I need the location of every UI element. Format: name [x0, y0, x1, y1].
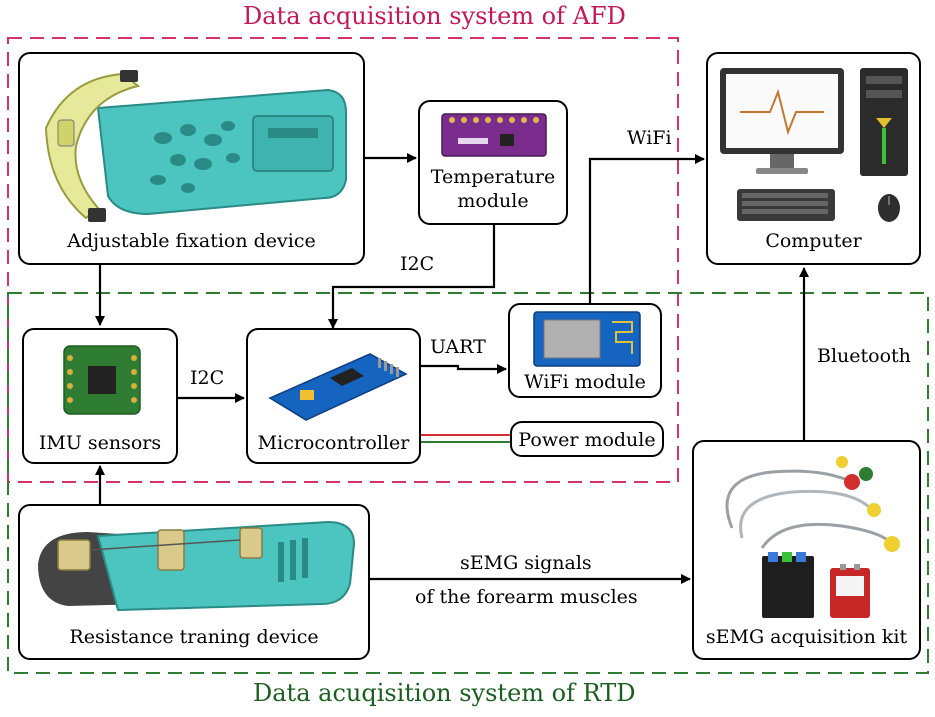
pc-tower-icon — [860, 68, 908, 176]
semg-electrodes — [725, 456, 900, 618]
rtd-group-title: Data acuqisition system of RTD — [253, 679, 636, 707]
node-semg-label: sEMG acquisition kit — [705, 626, 908, 648]
node-fixation: Adjustable fixation device — [18, 52, 365, 265]
mouse-icon — [878, 194, 900, 222]
node-computer-label: Computer — [765, 230, 862, 252]
monitor-icon — [720, 68, 844, 174]
edge-temperature-microcontroller — [328, 225, 496, 329]
edge-label-semg-1: sEMG signals — [460, 552, 592, 574]
edge-label-uart: UART — [430, 336, 486, 358]
node-temperature-label-1: Temperature — [430, 166, 556, 188]
edge-label-semg-2: of the forearm muscles — [415, 586, 638, 608]
orthosis-render — [44, 70, 347, 222]
microcontroller-board — [268, 353, 408, 421]
node-imu-label: IMU sensors — [38, 432, 162, 454]
node-power: Power module — [510, 421, 664, 457]
keyboard-icon — [737, 189, 835, 221]
node-microcontroller: Microcontroller — [246, 328, 421, 464]
battery-icon — [830, 564, 870, 618]
node-power-label: Power module — [518, 429, 656, 451]
node-fixation-label: Adjustable fixation device — [67, 230, 316, 252]
node-temperature-label-2: module — [457, 190, 529, 212]
node-wifi: WiFi module — [508, 303, 662, 398]
edge-label-i2c-imu: I2C — [190, 367, 225, 389]
temperature-board — [441, 113, 547, 157]
edge-microcontroller-wifi — [421, 364, 507, 374]
node-imu: IMU sensors — [22, 328, 178, 464]
edge-label-wifi: WiFi — [627, 127, 672, 149]
edge-label-bluetooth: Bluetooth — [817, 345, 911, 367]
rtd-group-frame — [7, 292, 929, 674]
afd-group-title: Data acquisition system of AFD — [243, 2, 626, 30]
node-resistance-label: Resistance traning device — [69, 626, 319, 648]
orthosis-render — [38, 520, 356, 612]
edge-wifi-computer — [588, 154, 705, 303]
node-temperature: Temperature module — [418, 100, 568, 225]
node-computer: Computer — [706, 52, 921, 265]
node-wifi-label: WiFi module — [524, 371, 646, 393]
edge-label-i2c-temp: I2C — [400, 253, 435, 275]
wifi-board — [533, 311, 641, 367]
node-microcontroller-label: Microcontroller — [257, 432, 410, 454]
afd-group-frame — [7, 37, 679, 483]
imu-board — [63, 345, 141, 415]
node-semg: sEMG acquisition kit — [692, 440, 921, 660]
node-resistance: Resistance traning device — [18, 504, 370, 660]
